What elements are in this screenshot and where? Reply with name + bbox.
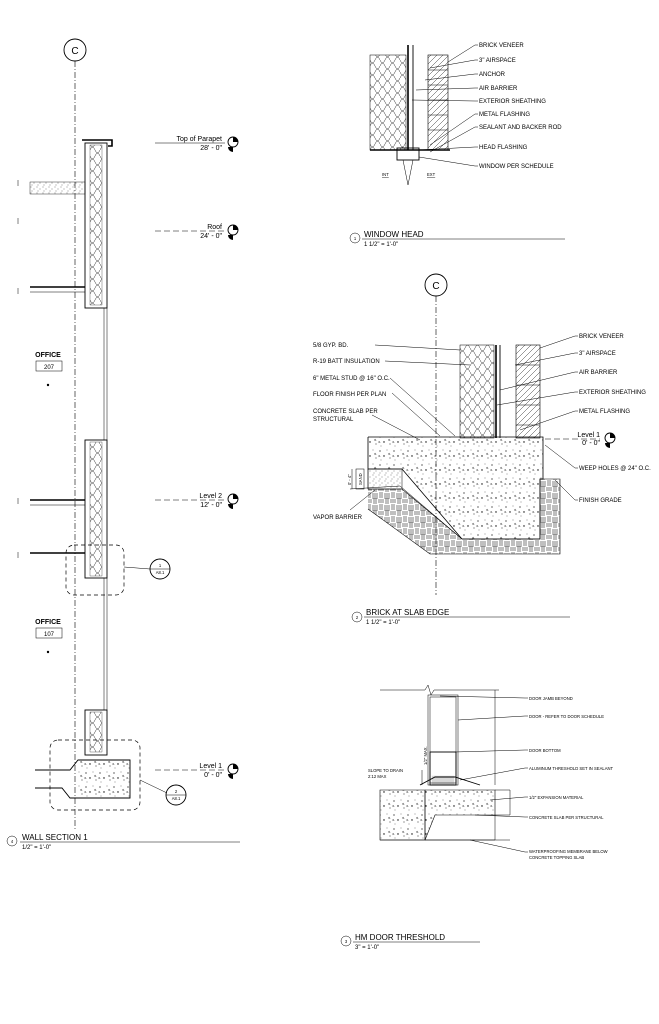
svg-text:CONCRETE SLAB PER STRUCTURAL: CONCRETE SLAB PER STRUCTURAL [529,815,604,820]
svg-text:C: C [432,281,439,292]
svg-text:207: 207 [44,365,55,371]
svg-text:FLOOR FINISH PER PLAN: FLOOR FINISH PER PLAN [313,392,386,398]
view-title-slab-edge: 2 BRICK AT SLAB EDGE 1 1/2" = 1'-0" [351,608,570,626]
svg-text:1/2" EXPANSION MATERIAL: 1/2" EXPANSION MATERIAL [529,795,584,800]
svg-text:12' - 0": 12' - 0" [200,502,222,509]
svg-text:3: 3 [345,939,348,944]
view-title-door-threshold: 3 HM DOOR THRESHOLD 3" = 1'-0" [340,933,480,951]
svg-text:METAL FLASHING: METAL FLASHING [479,112,530,118]
grid-bubble-label: C [71,46,78,57]
svg-text:2: 2 [356,615,359,620]
svg-text:WATERPROOFING MEMBRANE BELOW: WATERPROOFING MEMBRANE BELOW [529,849,608,854]
svg-text:28' - 0": 28' - 0" [200,145,222,152]
svg-text:DOOR - REFER TO DOOR SCHEDULE: DOOR - REFER TO DOOR SCHEDULE [529,714,604,719]
svg-text:FINISH GRADE: FINISH GRADE [579,498,622,504]
svg-text:BRICK VENEER: BRICK VENEER [579,334,624,340]
svg-text:HM DOOR THRESHOLD: HM DOOR THRESHOLD [355,933,445,942]
svg-text:Top of Parapet: Top of Parapet [176,136,222,143]
svg-text:SEALANT AND BACKER ROD: SEALANT AND BACKER ROD [479,125,562,131]
window-head-leaders [411,44,478,167]
svg-text:WINDOW PER SCHEDULE: WINDOW PER SCHEDULE [479,164,554,170]
svg-text:107: 107 [44,632,55,638]
svg-text:3" AIRSPACE: 3" AIRSPACE [579,351,616,357]
callout-box-2 [49,739,141,811]
svg-text:CONCRETE TOPPING SLAB: CONCRETE TOPPING SLAB [529,855,584,860]
svg-text:Roof: Roof [207,224,222,231]
svg-text:1/2" MAX.: 1/2" MAX. [423,746,428,765]
svg-text:HEAD FLASHING: HEAD FLASHING [479,145,528,151]
window-head-detail: INT EXT BRICK VENEER 3" AIRSPACE ANCHOR … [349,43,565,248]
svg-text:0' - 4": 0' - 4" [347,474,352,485]
svg-text:1/2" = 1'-0": 1/2" = 1'-0" [22,845,51,851]
svg-text:6" METAL STUD @ 16" O.C.: 6" METAL STUD @ 16" O.C. [313,376,390,382]
level-marker-level-2: Level 2 12' - 0" [155,493,239,509]
svg-text:ALUMINUM THRESHOLD SET IN SEAL: ALUMINUM THRESHOLD SET IN SEALANT [529,766,614,771]
room-tag-107: OFFICE 107 [35,619,63,654]
svg-text:CONCRETE SLAB PER: CONCRETE SLAB PER [313,409,378,415]
svg-text:2:12 MAX: 2:12 MAX [368,774,387,779]
svg-text:WALL SECTION 1: WALL SECTION 1 [22,833,88,842]
svg-text:1: 1 [159,563,162,568]
svg-text:1 1/2" = 1'-0": 1 1/2" = 1'-0" [366,620,400,626]
svg-text:INT: INT [382,172,389,177]
callout-box-1 [65,544,125,596]
svg-text:0' - 0": 0' - 0" [204,772,222,779]
room-tag-207: OFFICE 207 [35,352,63,387]
svg-text:1 1/2" = 1'-0": 1 1/2" = 1'-0" [364,242,398,248]
svg-text:SAND: SAND [358,473,363,485]
svg-text:Level 2: Level 2 [199,493,222,500]
svg-text:3" = 1'-0": 3" = 1'-0" [355,945,379,951]
svg-text:A8.1: A8.1 [172,796,181,801]
svg-text:DOOR BOTTOM: DOOR BOTTOM [529,748,561,753]
level-marker-level-1: Level 1 0' - 0" [155,763,239,779]
svg-text:OFFICE: OFFICE [35,619,61,626]
svg-text:WINDOW HEAD: WINDOW HEAD [364,230,424,239]
svg-text:24' - 0": 24' - 0" [200,233,222,240]
svg-text:R-19 BATT INSULATION: R-19 BATT INSULATION [313,359,380,365]
door-threshold-detail: 1/2" MAX. SLOPE TO DRAIN 2:12 MAX DOOR J… [340,684,614,951]
svg-text:EXTERIOR SHEATHING: EXTERIOR SHEATHING [579,390,646,396]
slab-edge-detail: C 0' - 4" SAND 5/8 GYP. BD. R-19 BATT IN… [313,273,651,626]
view-title-window-head: 1 WINDOW HEAD 1 1/2" = 1'-0" [349,230,565,248]
svg-text:SLOPE TO DRAIN: SLOPE TO DRAIN [368,768,403,773]
svg-text:Level 1: Level 1 [199,763,222,770]
svg-text:1: 1 [354,236,357,241]
svg-text:BRICK AT SLAB EDGE: BRICK AT SLAB EDGE [366,608,449,617]
svg-text:EXT: EXT [427,172,436,177]
svg-text:DOOR JAMB BEYOND: DOOR JAMB BEYOND [529,696,573,701]
svg-text:METAL FLASHING: METAL FLASHING [579,409,630,415]
svg-text:0' - 0": 0' - 0" [582,440,600,447]
svg-text:VAPOR BARRIER: VAPOR BARRIER [313,515,363,521]
svg-text:2: 2 [175,789,178,794]
svg-text:WEEP HOLES @ 24" O.C.: WEEP HOLES @ 24" O.C. [579,466,651,472]
svg-text:AIR BARRIER: AIR BARRIER [479,86,518,92]
level-marker-roof: Roof 24' - 0" [155,224,239,240]
svg-text:A8.1: A8.1 [156,570,165,575]
svg-text:EXTERIOR SHEATHING: EXTERIOR SHEATHING [479,99,546,105]
svg-text:BRICK VENEER: BRICK VENEER [479,43,524,49]
svg-text:OFFICE: OFFICE [35,352,61,359]
view-title-wall-section: 4 WALL SECTION 1 1/2" = 1'-0" [6,833,240,851]
svg-text:5/8 GYP. BD.: 5/8 GYP. BD. [313,343,349,349]
svg-text:Level 1: Level 1 [577,432,600,439]
level-marker-parapet: Top of Parapet 28' - 0" [155,136,239,152]
svg-text:AIR BARRIER: AIR BARRIER [579,370,618,376]
svg-text:ANCHOR: ANCHOR [479,72,506,78]
svg-text:STRUCTURAL: STRUCTURAL [313,417,354,423]
svg-text:4: 4 [11,839,14,844]
wall-section-detail: C 1 A8.1 [6,38,240,851]
svg-text:3" AIRSPACE: 3" AIRSPACE [479,58,516,64]
